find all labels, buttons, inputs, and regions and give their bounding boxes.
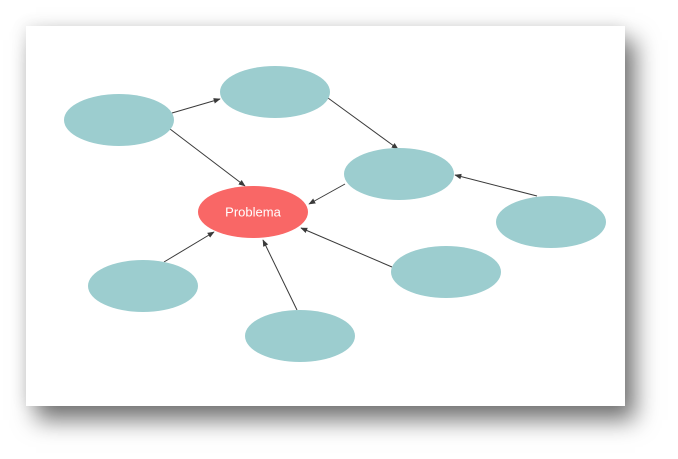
concept-node-shape[interactable]: [496, 196, 606, 248]
edge-arrow-n7-to-problema: [262, 239, 298, 311]
nodes: [64, 66, 606, 362]
edge-arrow-n6-to-problema: [163, 231, 215, 263]
concept-node-n6[interactable]: [88, 260, 198, 312]
edges: [163, 97, 538, 311]
edge-arrow-n4-to-n3: [454, 173, 538, 197]
edge-arrow-n1-to-problema: [169, 128, 246, 187]
concept-node-n3[interactable]: [344, 148, 454, 200]
concept-node-shape[interactable]: [245, 310, 355, 362]
concept-node-shape[interactable]: [64, 94, 174, 146]
concept-node-shape[interactable]: [391, 246, 501, 298]
edge-arrow-n5-to-problema: [300, 227, 393, 268]
concept-node-shape[interactable]: [344, 148, 454, 200]
edge-arrow-n1-to-n2: [171, 98, 221, 114]
center-node[interactable]: Problema: [198, 186, 308, 238]
concept-node-n4[interactable]: [496, 196, 606, 248]
edge-arrow-n2-to-n3: [327, 97, 399, 150]
concept-node-n5[interactable]: [391, 246, 501, 298]
problem-node-shape[interactable]: [198, 186, 308, 238]
problem-node-label: Problema: [225, 205, 281, 220]
concept-node-n2[interactable]: [220, 66, 330, 118]
concept-node-n1[interactable]: [64, 94, 174, 146]
concept-node-shape[interactable]: [88, 260, 198, 312]
edge-arrow-n3-to-problema: [308, 183, 346, 205]
concept-node-shape[interactable]: [220, 66, 330, 118]
concept-node-n7[interactable]: [245, 310, 355, 362]
